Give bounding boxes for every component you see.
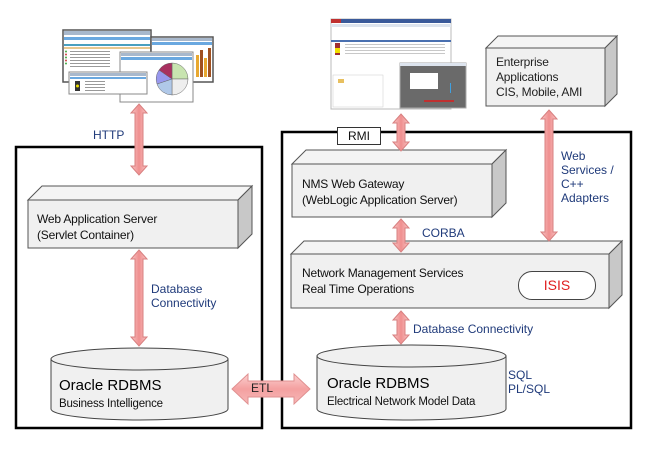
- bi-database-title: Oracle RDBMS: [59, 377, 162, 394]
- nms-database-title: Oracle RDBMS: [327, 375, 430, 392]
- nms-services-box: [289, 239, 624, 310]
- corba-arrow: [391, 218, 411, 253]
- web-services-label-line3: C++: [561, 177, 584, 191]
- enterprise-apps-line1: Enterprise: [496, 55, 549, 69]
- http-label: HTTP: [93, 128, 125, 142]
- nms-web-gateway-box: [290, 148, 508, 219]
- http-arrow: [129, 103, 149, 176]
- corba-label: CORBA: [422, 226, 465, 240]
- nms-console-screenshot: [330, 18, 467, 110]
- web-services-label-line2: Services /: [561, 163, 614, 177]
- db-connectivity-label-line2: Connectivity: [151, 296, 217, 310]
- rmi-label: RMI: [337, 127, 381, 145]
- nms-db-connectivity-label: Database Connectivity: [413, 322, 534, 336]
- db-connectivity-label-line1: Database: [151, 282, 203, 296]
- plsql-label: PL/SQL: [508, 382, 551, 396]
- isis-badge: ISIS: [518, 271, 596, 300]
- etl-arrow: [231, 372, 311, 406]
- web-services-label-line4: Adapters: [561, 191, 610, 205]
- enterprise-apps-line3: CIS, Mobile, AMI: [496, 85, 583, 99]
- bi-database-subtitle: Business Intelligence: [59, 398, 163, 410]
- nms-gateway-subtitle: (WebLogic Application Server): [302, 193, 458, 207]
- enterprise-apps-line2: Applications: [496, 70, 559, 84]
- sql-label: SQL: [508, 368, 533, 382]
- etl-label: ETL: [250, 381, 273, 395]
- bi-dashboard-screenshot: [62, 29, 214, 103]
- enterprise-apps-box: [484, 34, 619, 108]
- pie-chart-icon: [155, 62, 189, 96]
- web-services-arrow: [539, 109, 559, 242]
- web-app-server-subtitle: (Servlet Container): [37, 228, 134, 242]
- web-app-server-title: Web Application Server: [37, 212, 158, 226]
- nms-gateway-title: NMS Web Gateway: [302, 177, 405, 191]
- nms-tier-container: [280, 130, 633, 430]
- nms-database-cylinder: [316, 344, 507, 421]
- web-services-label-line1: Web: [561, 149, 586, 163]
- nms-database-subtitle: Electrical Network Model Data: [327, 396, 476, 408]
- bi-db-connectivity-arrow: [129, 249, 149, 347]
- bi-database-cylinder: [50, 347, 229, 421]
- nms-db-connectivity-arrow: [391, 310, 411, 345]
- web-app-server-box: [26, 184, 254, 250]
- rmi-arrow: [391, 113, 411, 152]
- nms-services-subtitle: Real Time Operations: [302, 282, 415, 296]
- nms-services-title: Network Management Services: [302, 266, 464, 280]
